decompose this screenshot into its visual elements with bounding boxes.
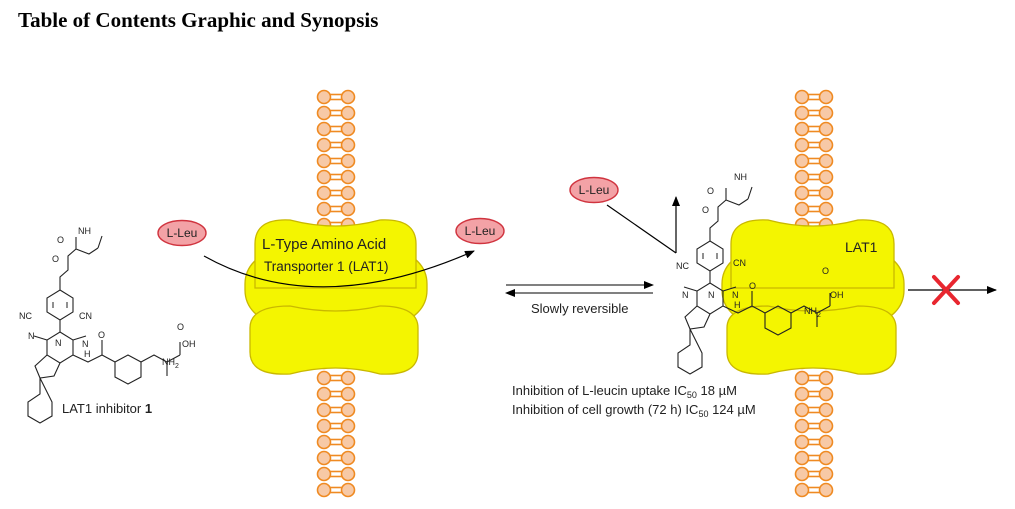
transporter-label-line2: Transporter 1 (LAT1) [264,259,389,274]
transporter-right [721,219,905,375]
atom-o-ether-bound: O [702,205,709,215]
inhibitor-label: LAT1 inhibitor 1 [62,401,152,416]
curved-arrow-icon [203,250,475,288]
l-leu-badge-out: L-Leu [455,217,505,245]
bound-inhibitor-structure: NH O O NC CN N N N H O O OH NH2 [676,172,844,375]
atom-nh-amide: NH [78,226,91,236]
blocked-cross-icon [932,275,960,305]
transporter-short-label: LAT1 [845,239,878,255]
atom-nh-amide-bound: NH [734,172,747,182]
atom-o-acid: O [177,322,184,332]
atom-o-ether: O [52,254,59,264]
l-leu-badge-blocked-label: L-Leu [579,183,610,197]
atom-nh-linker: N [82,339,89,349]
atom-nh2-bound: NH2 [804,306,821,319]
atom-nc-bound: NC [676,261,689,271]
atom-o-carbonyl-bound: O [707,186,714,196]
atom-cn: CN [79,311,92,321]
atom-oh-acid-bound: OH [830,290,844,300]
l-leu-badge-out-label: L-Leu [465,224,496,238]
inhibitor-structure: NH O O NC CN N N N H O O OH NH2 [19,226,196,424]
l-leu-badge-blocked: L-Leu [569,176,619,204]
result-uptake: Inhibition of L-leucin uptake IC50 18 µM [512,383,737,400]
atom-n-ring: N [28,331,35,341]
atom-h-linker-bound: H [734,300,741,310]
atom-nh-linker-bound: N [732,290,739,300]
equilibrium-label: Slowly reversible [531,301,629,316]
page-title: Table of Contents Graphic and Synopsis [18,8,379,32]
transporter-label-line1: L-Type Amino Acid [262,236,386,253]
atom-nh2: NH2 [162,357,179,370]
atom-nc: NC [19,311,32,321]
equilibrium-arrows-icon [505,281,654,297]
l-leu-badge-in-label: L-Leu [167,226,198,240]
atom-o-benzamide-bound: O [749,281,756,291]
atom-o-carbonyl: O [57,235,64,245]
atom-h-linker: H [84,349,91,359]
atom-n-bridge-bound: N [708,290,715,300]
l-leu-badge-in: L-Leu [157,219,207,247]
atom-n-ring-bound: N [682,290,689,300]
deflected-arrow-icon [606,196,680,254]
atom-cn-bound: CN [733,258,746,268]
atom-o-acid-bound: O [822,266,829,276]
atom-o-benzamide: O [98,330,105,340]
result-growth: Inhibition of cell growth (72 h) IC50 12… [512,402,756,419]
atom-oh-acid: OH [182,339,196,349]
atom-n-bridge: N [55,338,62,348]
